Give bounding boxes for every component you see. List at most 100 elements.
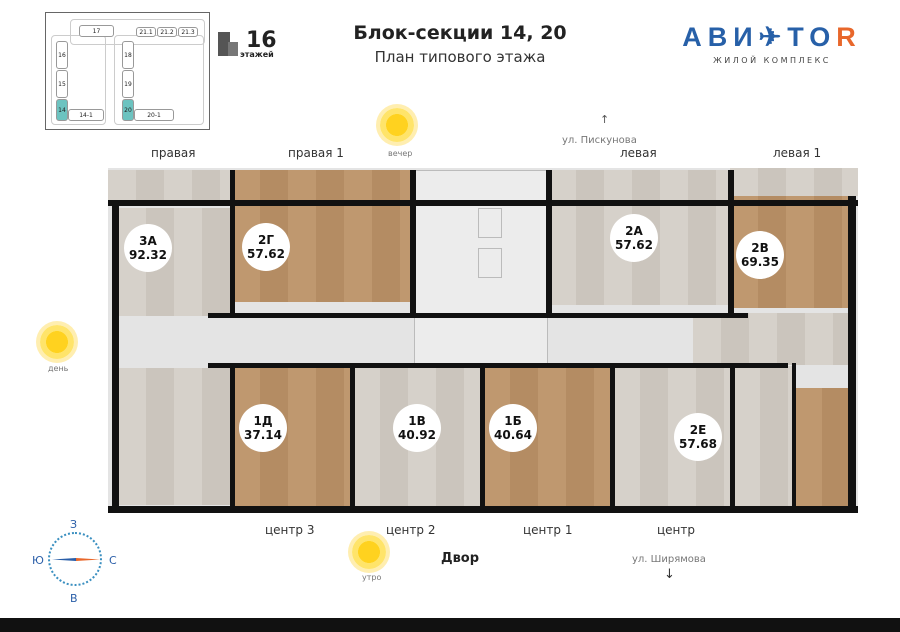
compass-needle-north <box>76 558 100 561</box>
minimap-section: 17 <box>79 25 114 37</box>
sun-evening-label: вечер <box>388 149 413 158</box>
compass-north: С <box>109 554 117 567</box>
room <box>118 368 230 505</box>
plane-icon: ✈ <box>758 22 788 52</box>
arrow-down-icon: ↓ <box>664 567 675 582</box>
apartment-type: 2Е <box>689 423 707 437</box>
compass-needle-south <box>52 558 76 561</box>
minimap-section: 19 <box>122 70 134 98</box>
apartment-area: 37.14 <box>244 428 282 442</box>
minimap-section: 20-1 <box>134 109 174 121</box>
elevator <box>478 248 502 278</box>
hall <box>693 313 848 365</box>
side-label: центр 2 <box>386 523 436 537</box>
sun-icon <box>40 325 74 359</box>
apartment-area: 57.62 <box>615 238 653 252</box>
apartment-type: 1Д <box>253 414 273 428</box>
wall <box>730 363 735 508</box>
brand-logo: АВИ✈TOR <box>672 22 872 53</box>
wall <box>108 506 858 513</box>
minimap-zone-top <box>70 19 205 45</box>
yard-label: Двор <box>441 551 480 566</box>
minimap-zone-left <box>51 35 106 125</box>
minimap-section: 15 <box>56 70 68 98</box>
floor-count-label: этажей <box>240 50 274 59</box>
side-label: правая 1 <box>288 146 344 160</box>
minimap-section: 16 <box>56 41 68 69</box>
sun-icon <box>352 535 386 569</box>
wall <box>728 170 734 315</box>
site-minimap: 17 21.1 21.2 21.3 16 15 14 14-1 18 19 20… <box>45 12 210 130</box>
floor-count: 16 <box>246 28 277 53</box>
side-label: центр 1 <box>523 523 573 537</box>
side-label: левая 1 <box>773 146 822 160</box>
minimap-section: 21.1 <box>136 27 156 37</box>
room <box>732 366 792 506</box>
wall <box>112 200 119 513</box>
building-icon <box>218 32 238 56</box>
wall <box>108 200 858 206</box>
balcony <box>730 168 858 196</box>
sun-morning-label: утро <box>362 573 382 582</box>
side-label: центр 3 <box>265 523 315 537</box>
page-title: Блок-секции 14, 20 <box>353 22 567 44</box>
wall <box>410 170 416 315</box>
minimap-section: 21.3 <box>178 27 198 37</box>
wall <box>208 363 788 368</box>
street-bottom: ул. Ширямова <box>632 554 706 565</box>
balcony <box>108 170 230 200</box>
sun-icon <box>380 108 414 142</box>
wall <box>350 363 355 508</box>
minimap-section: 18 <box>122 41 134 69</box>
apartment-area: 92.32 <box>129 248 167 262</box>
minimap-section: 14-1 <box>68 109 104 121</box>
apartment-type: 2Г <box>258 233 274 247</box>
wall <box>792 363 796 508</box>
apartment-area: 40.64 <box>494 428 532 442</box>
minimap-section-highlighted: 14 <box>56 99 68 121</box>
sun-day-label: день <box>48 364 69 373</box>
wall <box>208 313 748 318</box>
elevator <box>478 208 502 238</box>
logo-part3: R <box>836 22 862 52</box>
bottom-bar <box>0 618 900 632</box>
minimap-section-highlighted: 20 <box>122 99 134 121</box>
compass-east: В <box>70 592 78 605</box>
apartment-area: 57.62 <box>247 247 285 261</box>
side-label: правая <box>151 146 196 160</box>
apartment-area: 40.92 <box>398 428 436 442</box>
wall <box>848 196 856 513</box>
compass-west: З <box>70 518 78 531</box>
minimap-section: 21.2 <box>157 27 177 37</box>
wall <box>546 170 552 315</box>
apartment-type: 3А <box>139 234 157 248</box>
apartment-type: 1Б <box>504 414 522 428</box>
floor-plan <box>108 168 858 513</box>
wall <box>230 363 235 508</box>
compass-south: Ю <box>32 554 44 567</box>
wall <box>610 363 615 508</box>
page-subtitle: План типового этажа <box>374 48 546 66</box>
logo-part2: TO <box>787 22 837 52</box>
logo-part1: АВИ <box>682 22 759 52</box>
apartment-type: 1В <box>408 414 426 428</box>
apartment-type: 2А <box>625 224 643 238</box>
arrow-up-icon: ↑ <box>600 113 610 126</box>
apartment-type: 2В <box>751 241 769 255</box>
logo-tagline: ЖИЛОЙ КОМПЛЕКС <box>713 56 831 65</box>
side-label: левая <box>620 146 657 160</box>
compass <box>48 532 102 586</box>
room <box>794 388 848 506</box>
street-top: ул. Пискунова <box>562 135 637 146</box>
apartment-area: 69.35 <box>741 255 779 269</box>
wall <box>230 170 235 315</box>
side-label: центр <box>657 523 696 537</box>
